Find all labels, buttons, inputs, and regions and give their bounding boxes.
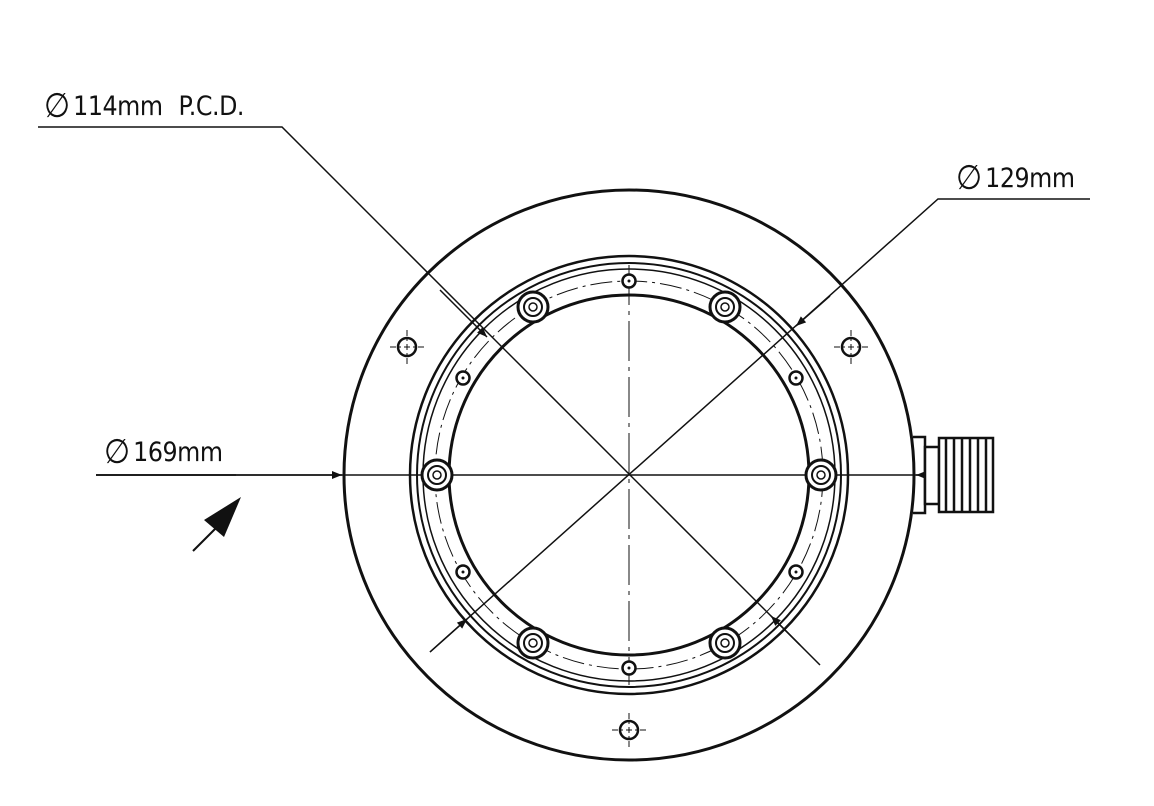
counterbore-bolt-5 — [516, 626, 550, 660]
flange-hole-bottom — [612, 713, 646, 747]
pcd-leader — [38, 126, 801, 646]
pcd-suffix: P.C.D. — [178, 91, 245, 122]
diameter-symbol-icon: ∅ — [956, 158, 982, 198]
pcd-arrow-bottom — [770, 615, 821, 666]
counterbore-bolt-6 — [708, 626, 742, 660]
view-direction-arrowhead — [204, 497, 241, 537]
outer-value: 169mm — [133, 437, 223, 468]
inner-leader — [429, 198, 1090, 653]
inner-arrow-top — [795, 295, 831, 327]
counterbore-bolt-2 — [804, 458, 838, 492]
pcd-arrow-top — [439, 289, 488, 338]
pcd-dimension-label: ∅114mm P.C.D. — [44, 84, 245, 126]
counterbore-bolt-3 — [516, 290, 550, 324]
pcd-value: 114mm — [73, 91, 163, 122]
flange-hole-right — [834, 330, 868, 364]
counterbore-bolt-1 — [420, 458, 454, 492]
diameter-symbol-icon: ∅ — [104, 432, 130, 472]
diameter-symbol-icon: ∅ — [44, 86, 70, 126]
flange-hole-left — [390, 330, 424, 364]
counterbore-bolt-4 — [708, 290, 742, 324]
hose-barb-fitting — [913, 435, 995, 515]
inner-dimension-label: ∅129mm — [956, 156, 1075, 198]
inner-arrow-bottom — [429, 618, 468, 653]
inner-value: 129mm — [985, 163, 1075, 194]
outer-dimension-label: ∅169mm — [104, 430, 223, 472]
